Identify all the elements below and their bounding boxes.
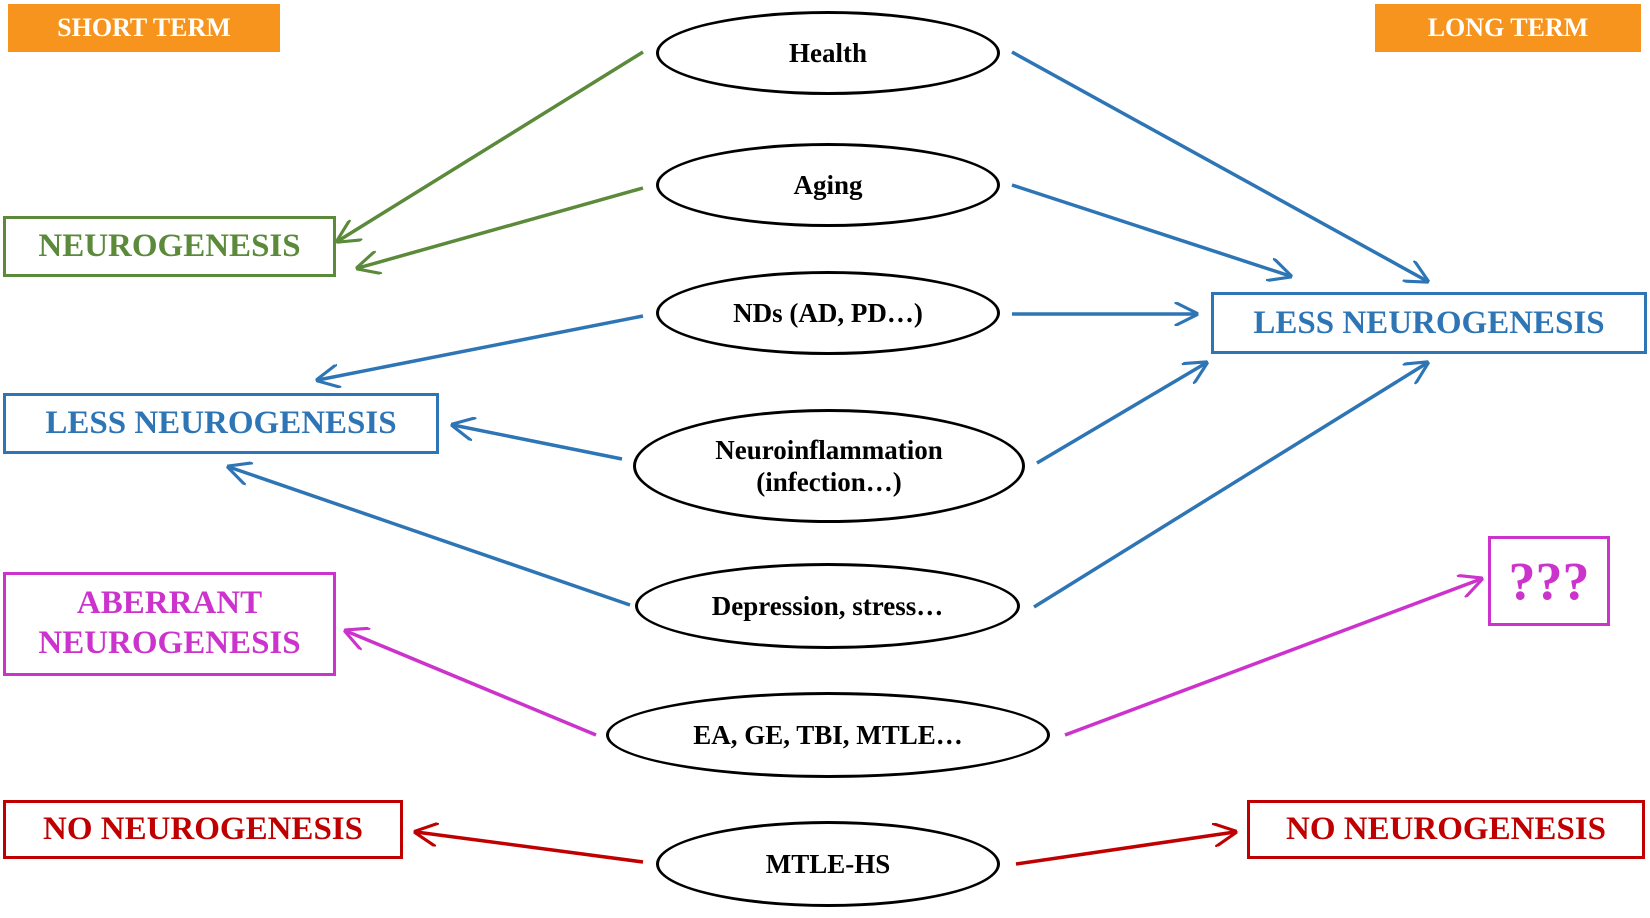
arrow-depression-long bbox=[1033, 363, 1427, 609]
long-term-unknown: ??? bbox=[1488, 536, 1610, 626]
arrow-neuroinflammation-long bbox=[1036, 363, 1206, 465]
condition-nds: NDs (AD, PD…) bbox=[656, 271, 1000, 355]
condition-mtle-hs: MTLE-HS bbox=[656, 821, 1000, 907]
long-term-unknown-label: ??? bbox=[1508, 551, 1590, 611]
short-term-neurogenesis: NEUROGENESIS bbox=[3, 216, 336, 277]
arrow-health-long bbox=[1011, 50, 1427, 281]
condition-epilepsy-label: EA, GE, TBI, MTLE… bbox=[693, 719, 963, 750]
condition-depression-label: Depression, stress… bbox=[711, 590, 944, 621]
short-term-less-neurogenesis-label: LESS NEUROGENESIS bbox=[45, 405, 397, 441]
arrow-aging-long bbox=[1011, 183, 1290, 276]
arrow-health-short bbox=[338, 50, 644, 241]
arrow-mtlehs-long bbox=[1015, 832, 1235, 866]
long-term-less-neurogenesis: LESS NEUROGENESIS bbox=[1211, 292, 1647, 354]
condition-depression: Depression, stress… bbox=[635, 563, 1020, 649]
arrow-aging-short bbox=[358, 186, 644, 268]
short-term-tag: SHORT TERM bbox=[8, 4, 280, 52]
arrow-nds-short bbox=[318, 314, 644, 380]
short-term-neurogenesis-label: NEUROGENESIS bbox=[38, 228, 301, 264]
short-term-aberrant-label-1: ABERRANT bbox=[76, 585, 263, 622]
condition-neuroinflammation-label-1: Neuroinflammation bbox=[715, 434, 943, 465]
condition-mtle-hs-label: MTLE-HS bbox=[765, 848, 891, 879]
short-term-no-neurogenesis: NO NEUROGENESIS bbox=[3, 800, 403, 859]
long-term-no-neurogenesis-label: NO NEUROGENESIS bbox=[1286, 811, 1606, 847]
condition-aging-label: Aging bbox=[793, 169, 863, 200]
condition-neuroinflammation-label-2: (infection…) bbox=[756, 467, 902, 497]
arrow-neuroinflammation-short bbox=[453, 425, 623, 461]
condition-health-label: Health bbox=[789, 37, 867, 68]
short-term-less-neurogenesis: LESS NEUROGENESIS bbox=[3, 393, 439, 454]
condition-health: Health bbox=[656, 11, 1000, 95]
condition-nds-label: NDs (AD, PD…) bbox=[733, 297, 923, 328]
arrow-epilepsy-short bbox=[346, 631, 597, 737]
arrow-depression-short bbox=[229, 467, 631, 607]
condition-neuroinflammation: Neuroinflammation (infection…) bbox=[633, 409, 1025, 523]
short-term-aberrant-neurogenesis: ABERRANT NEUROGENESIS bbox=[3, 572, 336, 676]
condition-aging: Aging bbox=[656, 143, 1000, 227]
long-term-less-neurogenesis-label: LESS NEUROGENESIS bbox=[1253, 304, 1605, 341]
short-term-aberrant-label-2: NEUROGENESIS bbox=[38, 625, 301, 661]
short-term-no-neurogenesis-label: NO NEUROGENESIS bbox=[43, 811, 363, 847]
arrow-epilepsy-long bbox=[1064, 579, 1481, 737]
condition-epilepsy: EA, GE, TBI, MTLE… bbox=[606, 692, 1050, 778]
arrow-mtlehs-short bbox=[416, 832, 644, 864]
long-term-no-neurogenesis: NO NEUROGENESIS bbox=[1247, 800, 1645, 859]
long-term-tag: LONG TERM bbox=[1375, 4, 1641, 52]
